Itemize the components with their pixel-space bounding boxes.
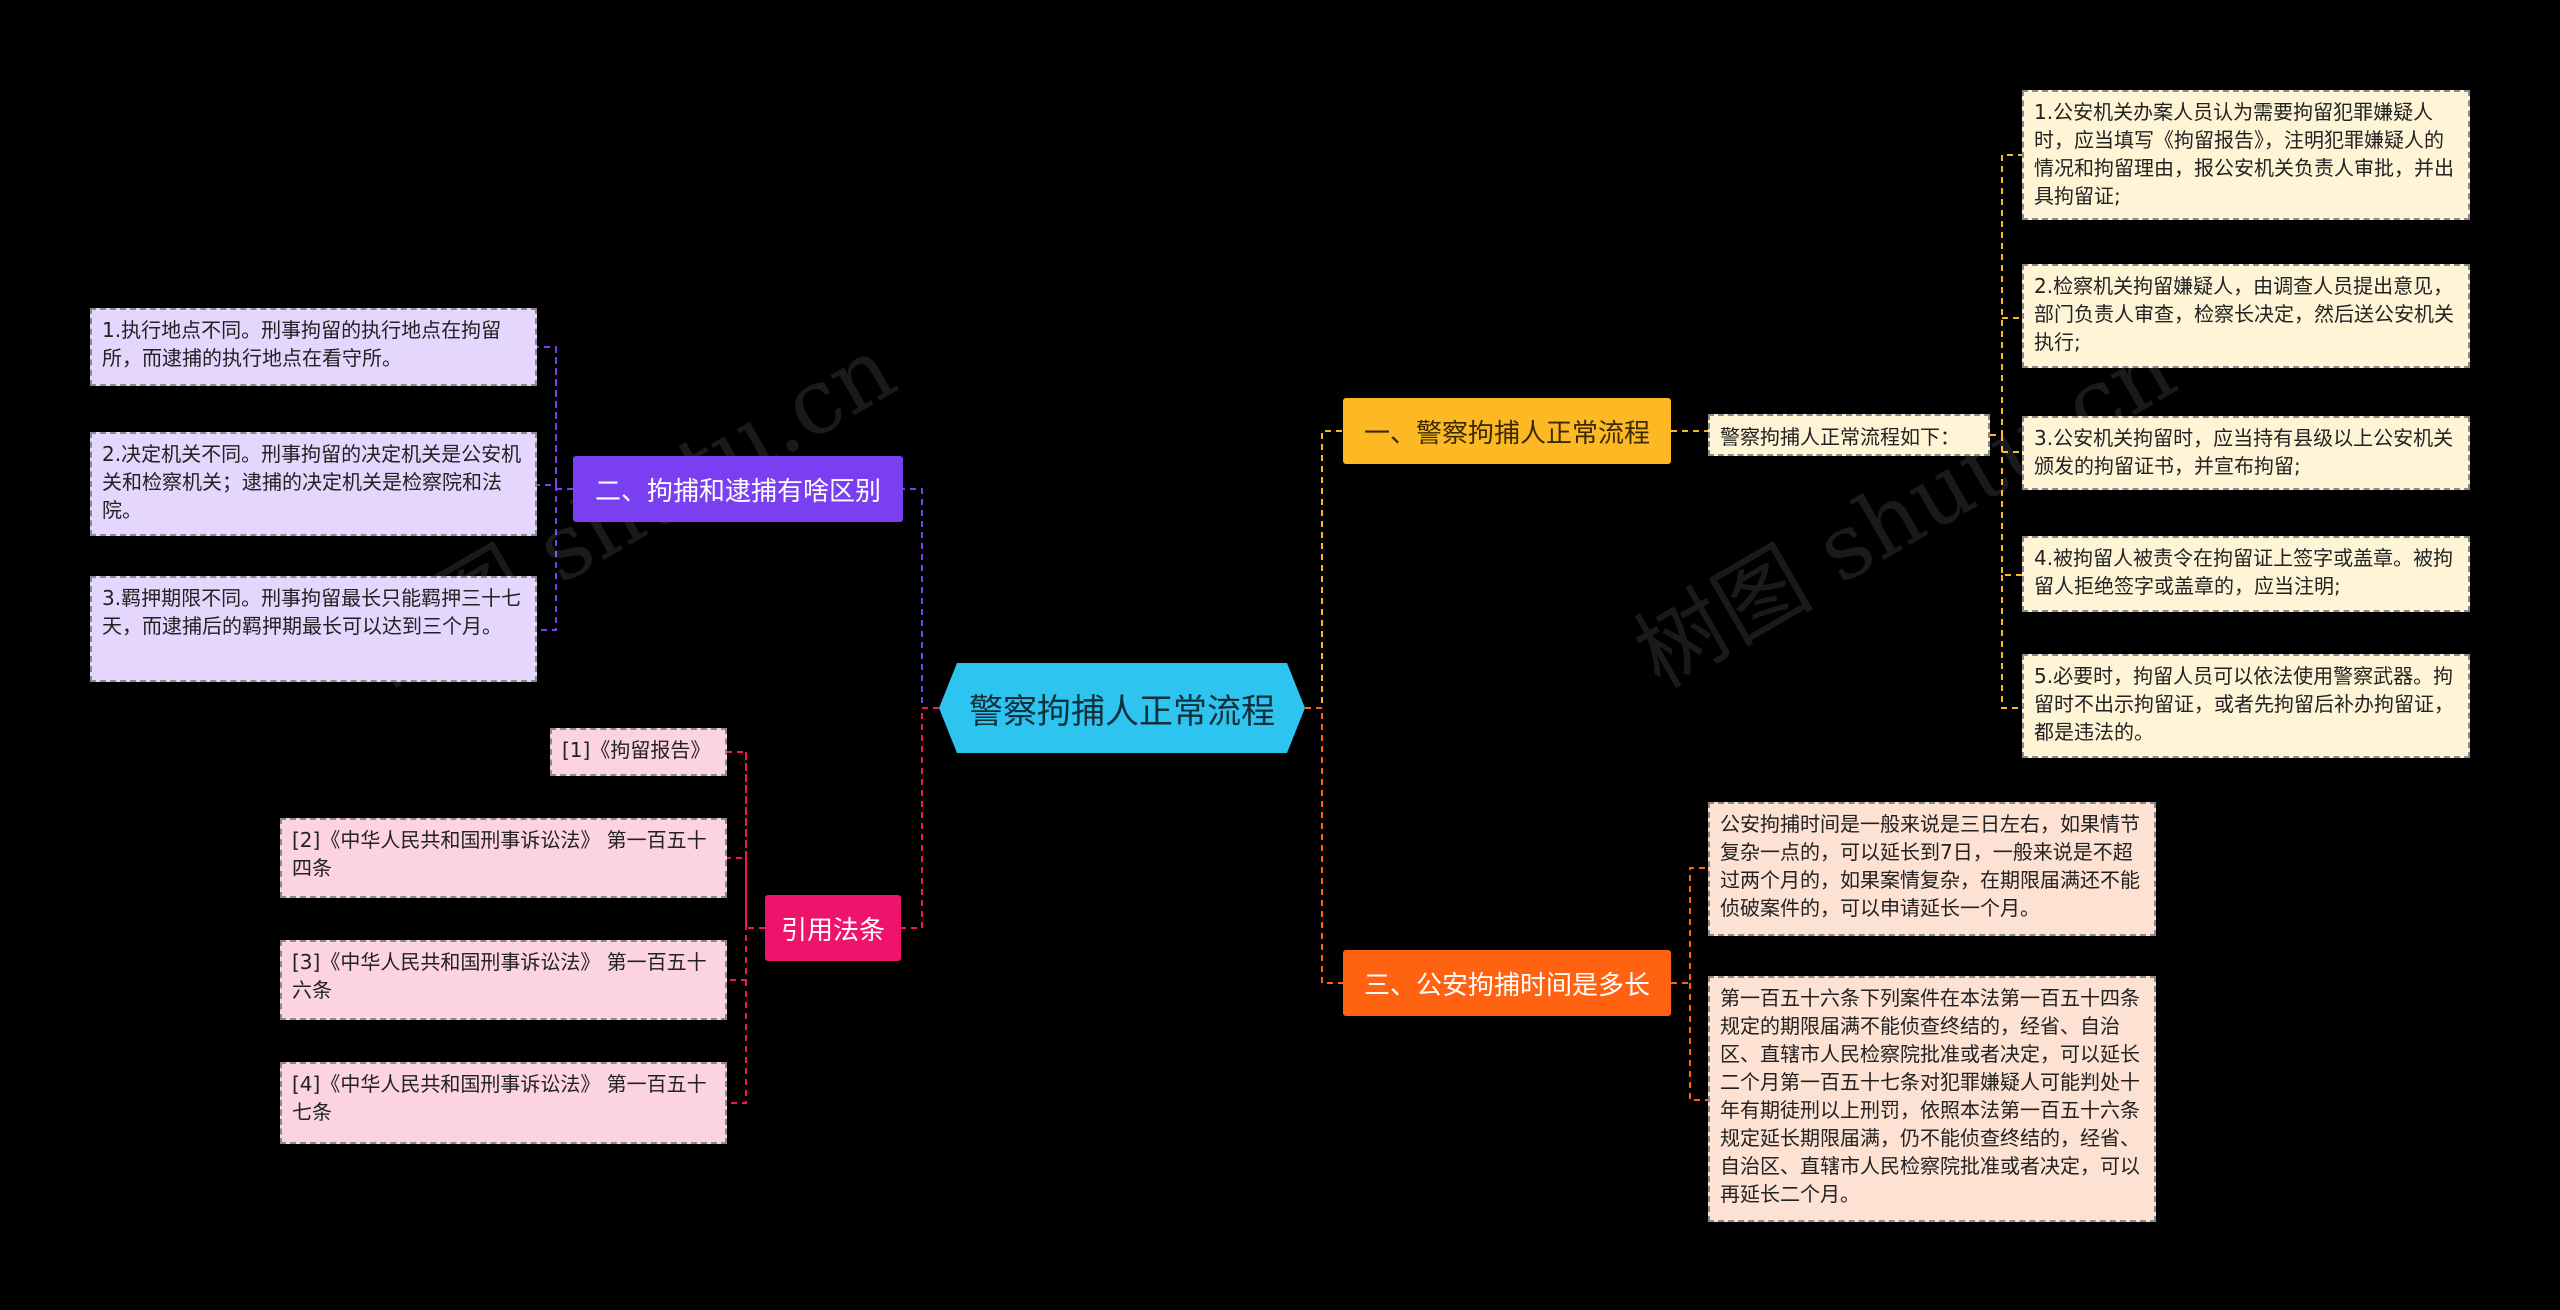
- citation-item-3[interactable]: [3]《中华人民共和国刑事诉讼法》 第一百五十六条: [280, 940, 727, 1020]
- citation-item-1[interactable]: [1]《拘留报告》: [550, 728, 727, 776]
- normal-flow-step-1[interactable]: 1.公安机关办案人员认为需要拘留犯罪嫌疑人时，应当填写《拘留报告》，注明犯罪嫌疑…: [2022, 90, 2470, 220]
- citation-item-4[interactable]: [4]《中华人民共和国刑事诉讼法》 第一百五十七条: [280, 1062, 727, 1144]
- topic-citations[interactable]: 引用法条: [765, 895, 901, 961]
- topic-duration-label: 三、公安拘捕时间是多长: [1363, 970, 1650, 1001]
- topic-difference-label: 二、拘捕和逮捕有啥区别: [594, 476, 881, 507]
- normal-flow-intro-label: 警察拘捕人正常流程如下：: [1720, 424, 1960, 449]
- duration-item-1[interactable]: 公安拘捕时间是一般来说是三日左右，如果情节复杂一点的，可以延长到7日，一般来说是…: [1708, 802, 2156, 936]
- root-topic[interactable]: 警察拘捕人正常流程: [939, 663, 1305, 753]
- normal-flow-step-2[interactable]: 2.检察机关拘留嫌疑人，由调查人员提出意见，部门负责人审查，检察长决定，然后送公…: [2022, 264, 2470, 368]
- topic-normal-flow-label: 一、警察拘捕人正常流程: [1363, 418, 1650, 449]
- difference-item-3[interactable]: 3.羁押期限不同。刑事拘留最长只能羁押三十七天，而逮捕后的羁押期最长可以达到三个…: [90, 576, 537, 682]
- duration-item-2[interactable]: 第一百五十六条下列案件在本法第一百五十四条规定的期限届满不能侦查终结的，经省、自…: [1708, 976, 2156, 1222]
- root-topic-label: 警察拘捕人正常流程: [969, 691, 1275, 732]
- topic-normal-flow[interactable]: 一、警察拘捕人正常流程: [1343, 398, 1671, 464]
- difference-item-1[interactable]: 1.执行地点不同。刑事拘留的执行地点在拘留所，而逮捕的执行地点在看守所。: [90, 308, 537, 386]
- normal-flow-intro[interactable]: 警察拘捕人正常流程如下：: [1708, 414, 1990, 456]
- topic-duration[interactable]: 三、公安拘捕时间是多长: [1343, 950, 1671, 1016]
- topic-difference[interactable]: 二、拘捕和逮捕有啥区别: [573, 456, 903, 522]
- difference-item-2[interactable]: 2.决定机关不同。刑事拘留的决定机关是公安机关和检察机关；逮捕的决定机关是检察院…: [90, 432, 537, 536]
- normal-flow-step-5[interactable]: 5.必要时，拘留人员可以依法使用警察武器。拘留时不出示拘留证，或者先拘留后补办拘…: [2022, 654, 2470, 758]
- citation-item-2[interactable]: [2]《中华人民共和国刑事诉讼法》 第一百五十四条: [280, 818, 727, 898]
- normal-flow-step-4[interactable]: 4.被拘留人被责令在拘留证上签字或盖章。被拘留人拒绝签字或盖章的，应当注明;: [2022, 536, 2470, 612]
- normal-flow-step-3[interactable]: 3.公安机关拘留时，应当持有县级以上公安机关颁发的拘留证书，并宣布拘留;: [2022, 416, 2470, 490]
- topic-citations-label: 引用法条: [780, 915, 885, 946]
